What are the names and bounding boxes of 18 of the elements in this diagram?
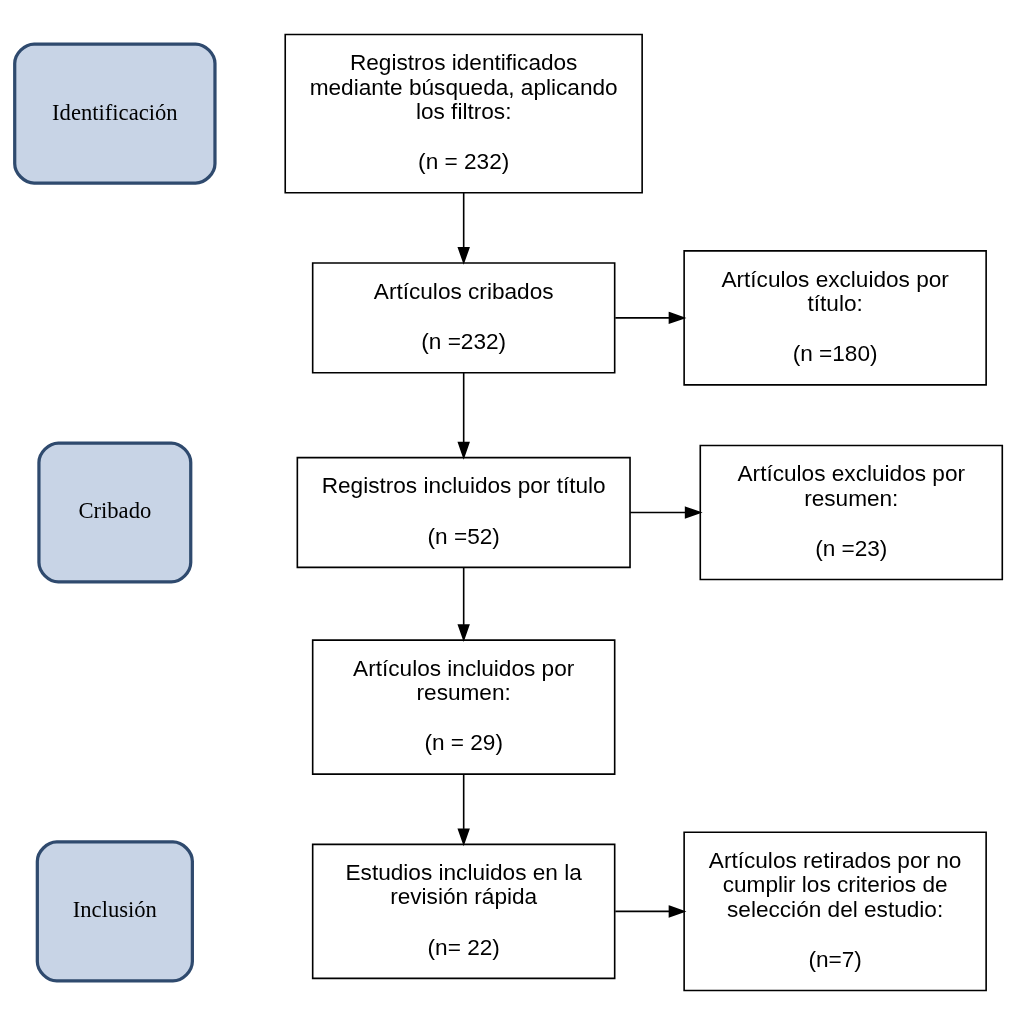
arrow: [614, 905, 687, 918]
arrow: [457, 566, 470, 642]
node-box: Registros identificados mediante búsqueda, aplicando los filtros: (n = 232): [284, 33, 643, 194]
node-box: Estudios incluidos en la revisión rápida (n= 22): [311, 843, 616, 980]
node-box: Artículos retirados por no cumplir los criterios de selección del estudio: (n=7): [683, 831, 987, 992]
node-box: Cribado: [37, 441, 193, 584]
node-box: Artículos excluidos por resumen: (n =23): [699, 444, 1004, 581]
arrow: [457, 773, 470, 847]
arrow: [457, 372, 470, 460]
arrow: [457, 192, 470, 265]
arrow: [629, 506, 703, 519]
node-box: Artículos incluidos por resumen: (n = 29): [311, 639, 616, 775]
node-box: Artículos cribados (n =232): [311, 262, 616, 374]
node-box: Artículos excluidos por título: (n =180): [683, 250, 987, 386]
node-box: Registros incluidos por título (n =52): [296, 456, 631, 569]
arrow: [614, 311, 687, 325]
node-box: Identificación: [13, 42, 217, 185]
node-box: Inclusión: [35, 840, 194, 983]
